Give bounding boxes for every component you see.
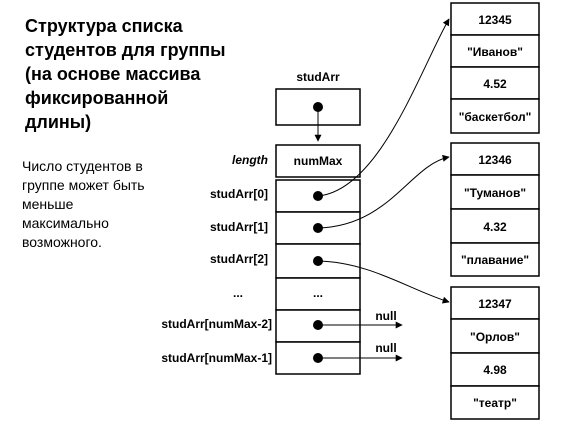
student-field [450,98,540,134]
null-label: null [375,341,396,355]
array-cell-value: ... [313,286,323,300]
pointer-arrow-1 [317,154,450,229]
diagram-title: Структура списка студентов для группы (н… [25,16,226,132]
reference-variable: studArr [275,70,361,142]
note-line: Число студентов в [22,158,143,174]
student-surname: "Орлов" [470,330,520,344]
array-index-label: studArr[0] [210,187,268,201]
student-hobby: "плавание" [461,253,529,267]
student-surname: "Иванов" [467,45,523,59]
title-line: длины) [25,112,91,132]
student-field [450,208,540,244]
length-cell [275,144,361,178]
side-note: Число студентов в группе может быть мень… [22,158,145,250]
title-line: (на основе массива [25,64,201,84]
array-index-label: ... [233,286,243,300]
student-score: 4.98 [483,363,507,377]
student-field [450,286,540,320]
pointer-arrow-2 [317,260,450,304]
length-label: length [232,153,268,167]
length-value: numMax [294,154,343,168]
array-index-label: studArr[1] [210,220,268,234]
student-field [450,318,540,354]
student-field [450,385,540,420]
array-index-label: studArr[numMax-2] [161,317,272,331]
student-field [450,174,540,210]
null-label: null [375,309,396,323]
student-score: 4.52 [483,77,507,91]
student-hobby: "баскетбол" [459,110,532,124]
student-surname: "Туманов" [464,186,526,200]
student-score: 4.32 [483,220,507,234]
student-object-0: 12345 "Иванов" 4.52 "баскетбол" [450,2,540,134]
student-hobby: "театр" [473,396,517,410]
array-object: length numMax studArr[0] studArr[1] stud… [161,144,403,375]
note-line: максимально [22,215,109,231]
title-line: студентов для группы [25,40,226,60]
student-field [450,34,540,68]
note-line: меньше [22,196,74,212]
array-index-label: studArr[2] [210,252,268,266]
student-object-1: 12346 "Туманов" 4.32 "плавание" [450,142,540,277]
student-id: 12346 [478,153,512,167]
student-id: 12345 [478,13,512,27]
student-field [450,66,540,100]
note-line: группе может быть [22,177,145,193]
pointer-arrow-0 [317,18,450,197]
student-field [450,2,540,36]
title-line: фиксированной [25,88,168,108]
student-field [450,242,540,277]
note-line: возможного. [22,234,102,250]
title-line: Структура списка [25,16,184,36]
student-field [450,142,540,176]
reference-name: studArr [296,70,340,84]
array-index-label: studArr[numMax-1] [161,351,272,365]
student-object-2: 12347 "Орлов" 4.98 "театр" [450,286,540,420]
student-id: 12347 [478,297,512,311]
